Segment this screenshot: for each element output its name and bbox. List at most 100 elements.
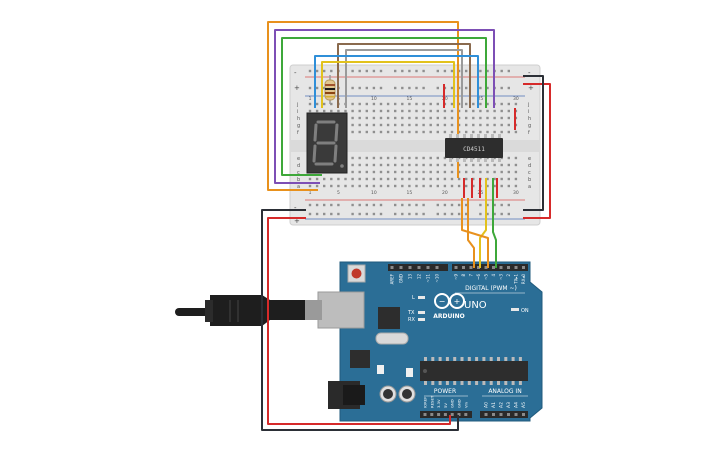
header-pin[interactable]	[507, 413, 510, 416]
row-letter: f	[297, 130, 299, 136]
chip-pin	[484, 134, 487, 138]
row-letter: h	[528, 116, 531, 122]
header-pin[interactable]	[514, 413, 518, 416]
column-number: 10	[371, 190, 377, 196]
on-label: ON	[521, 308, 529, 314]
wire-purple-loop[interactable]	[274, 29, 495, 184]
pin-label: Vin	[463, 401, 468, 408]
wire-brown-loop[interactable]	[337, 43, 471, 108]
svg-text:+: +	[454, 297, 461, 306]
pin-label: IOREF	[423, 397, 428, 408]
wire-orange-d7[interactable]	[467, 198, 475, 268]
chip-pin	[498, 134, 501, 138]
header-pin[interactable]	[492, 413, 495, 416]
header-pin[interactable]	[469, 266, 473, 269]
pin-label: RESET	[429, 395, 434, 408]
header-pin[interactable]	[499, 266, 503, 269]
header-pin[interactable]	[454, 266, 458, 269]
header-pin[interactable]	[450, 413, 454, 416]
chip-pin	[491, 134, 494, 138]
wire-red-rail-right[interactable]	[523, 83, 551, 219]
rail-plus-label: +	[294, 84, 300, 92]
rail-minus-label-right: -	[528, 69, 531, 77]
pin-label: 13	[408, 274, 413, 280]
on-led	[511, 308, 519, 311]
header-pin[interactable]	[477, 266, 480, 269]
breadboard-holes	[308, 69, 518, 216]
wire-yellow-d6[interactable]	[479, 178, 487, 268]
row-letter: c	[297, 170, 300, 176]
header-pin[interactable]	[426, 266, 430, 269]
wire-orange-loop[interactable]	[267, 21, 459, 191]
wire-red-5v[interactable]	[267, 217, 451, 425]
pin-label: 12	[417, 274, 422, 280]
column-number: 15	[407, 190, 413, 196]
header-pin[interactable]	[484, 413, 488, 416]
pin-label: ~10	[435, 274, 440, 283]
row-letter: i	[297, 109, 298, 115]
wires-to-arduino	[261, 178, 497, 431]
wire-green-d4[interactable]	[492, 178, 497, 268]
usb-port[interactable]	[304, 291, 365, 329]
header-pin[interactable]	[390, 266, 394, 269]
pin-label: A5	[521, 402, 527, 408]
wire-yellow-loop[interactable]	[321, 61, 455, 108]
header-pin[interactable]	[514, 266, 518, 269]
power-analog-header[interactable]	[420, 411, 528, 418]
row-letter: j	[296, 102, 298, 108]
chip-pin	[456, 158, 459, 162]
seven-segment-display[interactable]	[306, 112, 348, 174]
header-pin[interactable]	[430, 413, 434, 416]
crystal	[375, 332, 409, 345]
header-pin[interactable]	[437, 413, 441, 416]
reset-button-cap[interactable]	[351, 268, 362, 279]
header-pin[interactable]	[457, 413, 461, 416]
header-pin[interactable]	[499, 413, 503, 416]
row-letter: e	[528, 156, 531, 162]
pin-label: ~11	[426, 274, 431, 283]
resistor[interactable]	[324, 75, 336, 104]
wire-green-loop[interactable]	[281, 37, 487, 176]
wire-black-gnd[interactable]	[261, 209, 459, 431]
column-number: 10	[371, 96, 377, 102]
pin-label: ~3	[499, 274, 504, 280]
pin-label: GND	[450, 399, 455, 408]
header-pin[interactable]	[443, 413, 447, 416]
header-pin[interactable]	[399, 266, 403, 269]
usb-controller-chip	[378, 307, 400, 329]
rail-plus-label-bottom: +	[294, 217, 300, 225]
pin-label: 5V	[443, 403, 448, 408]
header-pin[interactable]	[484, 266, 488, 269]
wire-grey-loop[interactable]	[345, 49, 463, 108]
pin-label: GND	[399, 274, 404, 283]
header-pin[interactable]	[507, 266, 510, 269]
wire-blue-loop[interactable]	[314, 55, 479, 108]
column-number: 25	[478, 96, 484, 102]
pin-label: A0	[484, 402, 490, 408]
header-pin[interactable]	[462, 266, 465, 269]
row-letter: e	[297, 156, 300, 162]
header-pin[interactable]	[417, 266, 421, 269]
rail-minus-label-bottom: -	[294, 204, 297, 212]
model-label: UNO	[464, 300, 487, 311]
wire-orange-d5[interactable]	[461, 198, 489, 268]
chip-pin	[470, 134, 473, 138]
header-pin[interactable]	[435, 266, 439, 269]
chip-pin	[463, 158, 466, 162]
cd4511-chip[interactable]: CD4511	[445, 134, 503, 162]
header-pin[interactable]	[522, 266, 525, 269]
header-pin[interactable]	[464, 413, 468, 416]
header-pin[interactable]	[492, 266, 495, 269]
row-letter: j	[527, 102, 529, 108]
header-pin[interactable]	[423, 413, 427, 416]
column-number: 20	[442, 190, 448, 196]
digital-label: DIGITAL (PWM ~)	[465, 285, 517, 292]
digital-header[interactable]	[388, 264, 528, 271]
header-pin[interactable]	[522, 413, 525, 416]
header-pin[interactable]	[408, 266, 412, 269]
status-leds: L TX RX	[407, 295, 425, 323]
chip-pin	[463, 134, 466, 138]
wire-black-rail-right[interactable]	[523, 75, 544, 211]
usb-cable[interactable]	[175, 295, 305, 326]
